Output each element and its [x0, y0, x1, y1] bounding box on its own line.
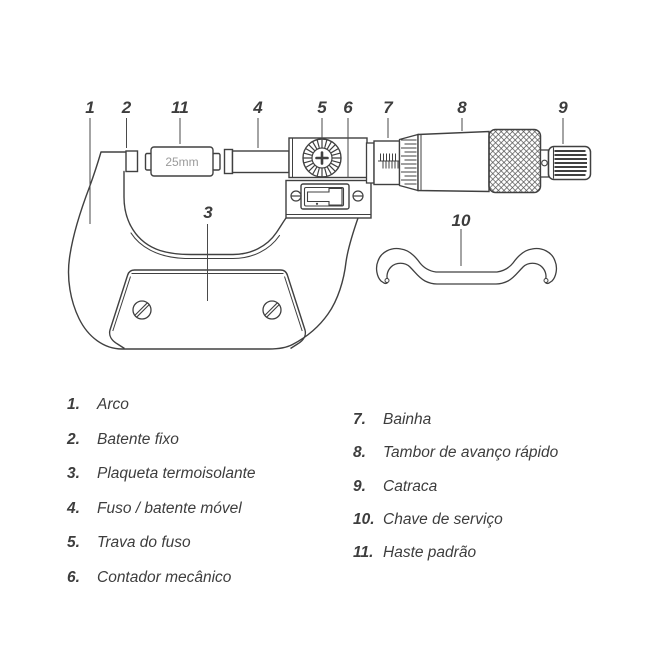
legend-label: Haste padrão — [383, 544, 477, 562]
rod-size-label: 25mm — [165, 155, 198, 169]
legend-number: 3. — [67, 465, 80, 483]
ratchet-neck — [539, 149, 550, 178]
thimble-bevel — [398, 133, 419, 192]
sleeve — [373, 140, 401, 186]
plate-screw-right — [262, 300, 282, 320]
legend-item-7: 7. Bainha — [353, 411, 558, 444]
legend-number: 8. — [353, 444, 366, 462]
ratchet-knurl-lines — [554, 149, 587, 177]
spindle-lock-dial — [302, 138, 342, 178]
wrench-pin-left — [384, 278, 390, 283]
legend-item-2: 2. Batente fixo — [67, 431, 256, 466]
legend-number: 7. — [353, 411, 366, 428]
plate-screw-left — [132, 300, 152, 320]
legend-number: 5. — [67, 534, 80, 552]
callout-7: 7 — [383, 98, 394, 117]
fast-advance-drum — [488, 128, 542, 194]
ratchet — [547, 145, 592, 181]
callout-3: 3 — [203, 203, 213, 222]
legend-item-11: 11. Haste padrão — [353, 544, 558, 577]
callout-8: 8 — [457, 98, 467, 117]
fixed-anvil — [125, 150, 139, 173]
service-wrench — [375, 247, 558, 285]
callout-11: 11 — [171, 98, 189, 117]
legend-number: 11. — [353, 544, 374, 562]
legend-label: Chave de serviço — [383, 510, 503, 528]
legend-item-6: 6. Contador mecânico — [67, 569, 256, 604]
legend-item-8: 8. Tambor de avanço rápido — [353, 444, 558, 477]
legend-item-4: 4. Fuso / batente móvel — [67, 500, 256, 535]
thimble-drum — [417, 130, 490, 193]
legend-number: 6. — [67, 568, 80, 586]
legend-number: 4. — [67, 499, 80, 517]
legend-column-right: 7. Bainha 8. Tambor de avanço rápido 9. … — [353, 411, 558, 577]
legend-number: 9. — [353, 477, 366, 495]
legend-label: Bainha — [383, 411, 432, 428]
sleeve-graduations — [378, 153, 400, 169]
legend-item-3: 3. Plaqueta termoisolante — [67, 465, 256, 500]
standard-rod — [144, 146, 221, 177]
counter-screw-left — [290, 190, 302, 202]
legend-label: Contador mecânico — [97, 568, 232, 586]
legend-label: Arco — [97, 396, 129, 413]
thimble-graduations — [401, 139, 417, 185]
callout-9: 9 — [558, 98, 568, 117]
spindle — [223, 148, 290, 175]
legend-label: Trava do fuso — [97, 534, 191, 552]
callout-4: 4 — [252, 98, 263, 117]
legend-column-left: 1. Arco 2. Batente fixo 3. Plaqueta term… — [67, 396, 256, 604]
legend-item-10: 10. Chave de serviço — [353, 511, 558, 544]
dial-cross-screw — [315, 151, 329, 165]
legend-number: 10. — [353, 510, 375, 528]
legend-label: Fuso / batente móvel — [97, 499, 242, 517]
legend-label: Batente fixo — [97, 430, 179, 448]
callout-10: 10 — [452, 211, 471, 230]
callout-6: 6 — [343, 98, 353, 117]
callout-1: 1 — [85, 98, 94, 117]
legend-number: 1. — [67, 396, 80, 413]
mechanical-counter — [300, 183, 350, 210]
counter-digit-window — [306, 187, 343, 206]
legend-label: Catraca — [383, 477, 438, 495]
legend-label: Tambor de avanço rápido — [383, 444, 559, 462]
sleeve-flange — [365, 142, 375, 184]
callout-2: 2 — [121, 98, 132, 117]
legend-item-9: 9. Catraca — [353, 478, 558, 511]
wrench-pin-right — [543, 278, 549, 283]
legend-number: 2. — [67, 430, 80, 448]
legend-item-5: 5. Trava do fuso — [67, 534, 256, 569]
callout-5: 5 — [317, 98, 327, 117]
leader-lines — [89, 118, 564, 301]
legend-item-1: 1. Arco — [67, 396, 256, 431]
frame-outline — [67, 151, 359, 350]
dial-knurl-hatch — [303, 139, 341, 177]
counter-screw-right — [352, 190, 364, 202]
legend-label: Plaqueta termoisolante — [97, 465, 256, 483]
micrometer-diagram: 25mm — [67, 98, 592, 350]
